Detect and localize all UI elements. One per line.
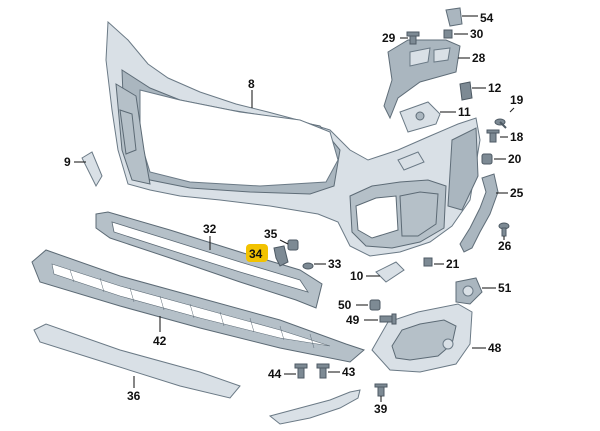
callout-43: 43 xyxy=(342,365,356,379)
callout-20: 20 xyxy=(508,152,522,166)
part-36-lower-spoiler xyxy=(33,323,241,399)
callout-8: 8 xyxy=(248,77,255,91)
part-25-side-bracket xyxy=(459,173,499,253)
part-32-impact-bar xyxy=(95,211,323,309)
part-29-bolt xyxy=(406,31,420,45)
callout-12: 12 xyxy=(488,81,502,95)
part-19-screw xyxy=(494,118,507,129)
callout-50: 50 xyxy=(338,298,352,312)
part-26-screw xyxy=(498,222,510,237)
part-51-fog-lamp xyxy=(455,277,483,305)
callout-10: 10 xyxy=(350,269,364,283)
callout-25: 25 xyxy=(510,186,524,200)
part-35-nut xyxy=(287,239,299,251)
part-11-hole xyxy=(415,111,425,121)
callout-34-highlight xyxy=(246,244,268,262)
callout-35: 35 xyxy=(264,227,278,241)
part-49-bolt xyxy=(379,313,397,325)
callout-21: 21 xyxy=(446,257,460,271)
callout-49: 49 xyxy=(346,313,360,327)
callout-44: 44 xyxy=(268,367,282,381)
callout-32: 32 xyxy=(203,222,217,236)
callout-30: 30 xyxy=(470,27,484,41)
callout-34: 34 xyxy=(249,247,263,261)
part-34-bracket xyxy=(273,245,289,267)
part-44-bolt xyxy=(294,363,308,379)
callout-33: 33 xyxy=(328,257,342,271)
callout-42: 42 xyxy=(153,334,167,348)
part-20-nut xyxy=(481,153,493,165)
part-10-cap xyxy=(375,261,405,283)
part-33-screw xyxy=(302,262,314,270)
bumper-cover xyxy=(105,20,481,257)
part-39-bolt xyxy=(374,383,388,397)
part-18-bolt xyxy=(486,129,500,143)
callout-18: 18 xyxy=(510,130,524,144)
callout-48: 48 xyxy=(488,341,502,355)
callout-54: 54 xyxy=(480,11,494,25)
callout-9: 9 xyxy=(64,155,71,169)
part-50-nut xyxy=(369,299,381,311)
part-30-clip xyxy=(443,29,453,39)
part-21-clip xyxy=(423,257,433,267)
part-39-side-trim xyxy=(268,389,361,425)
part-12-clip xyxy=(459,81,473,101)
part-48-grille-trim xyxy=(371,303,473,373)
callout-51: 51 xyxy=(498,281,512,295)
part-43-bolt xyxy=(316,363,330,379)
part-9-cap xyxy=(81,151,103,188)
callout-36: 36 xyxy=(127,389,141,403)
callout-29: 29 xyxy=(382,31,396,45)
part-42-lower-grille xyxy=(31,249,365,363)
callout-19: 19 xyxy=(510,93,524,107)
callout-39: 39 xyxy=(374,402,388,416)
part-54-mount xyxy=(445,7,463,27)
callout-11: 11 xyxy=(458,105,471,119)
callout-26: 26 xyxy=(498,239,512,253)
callout-28: 28 xyxy=(472,51,486,65)
